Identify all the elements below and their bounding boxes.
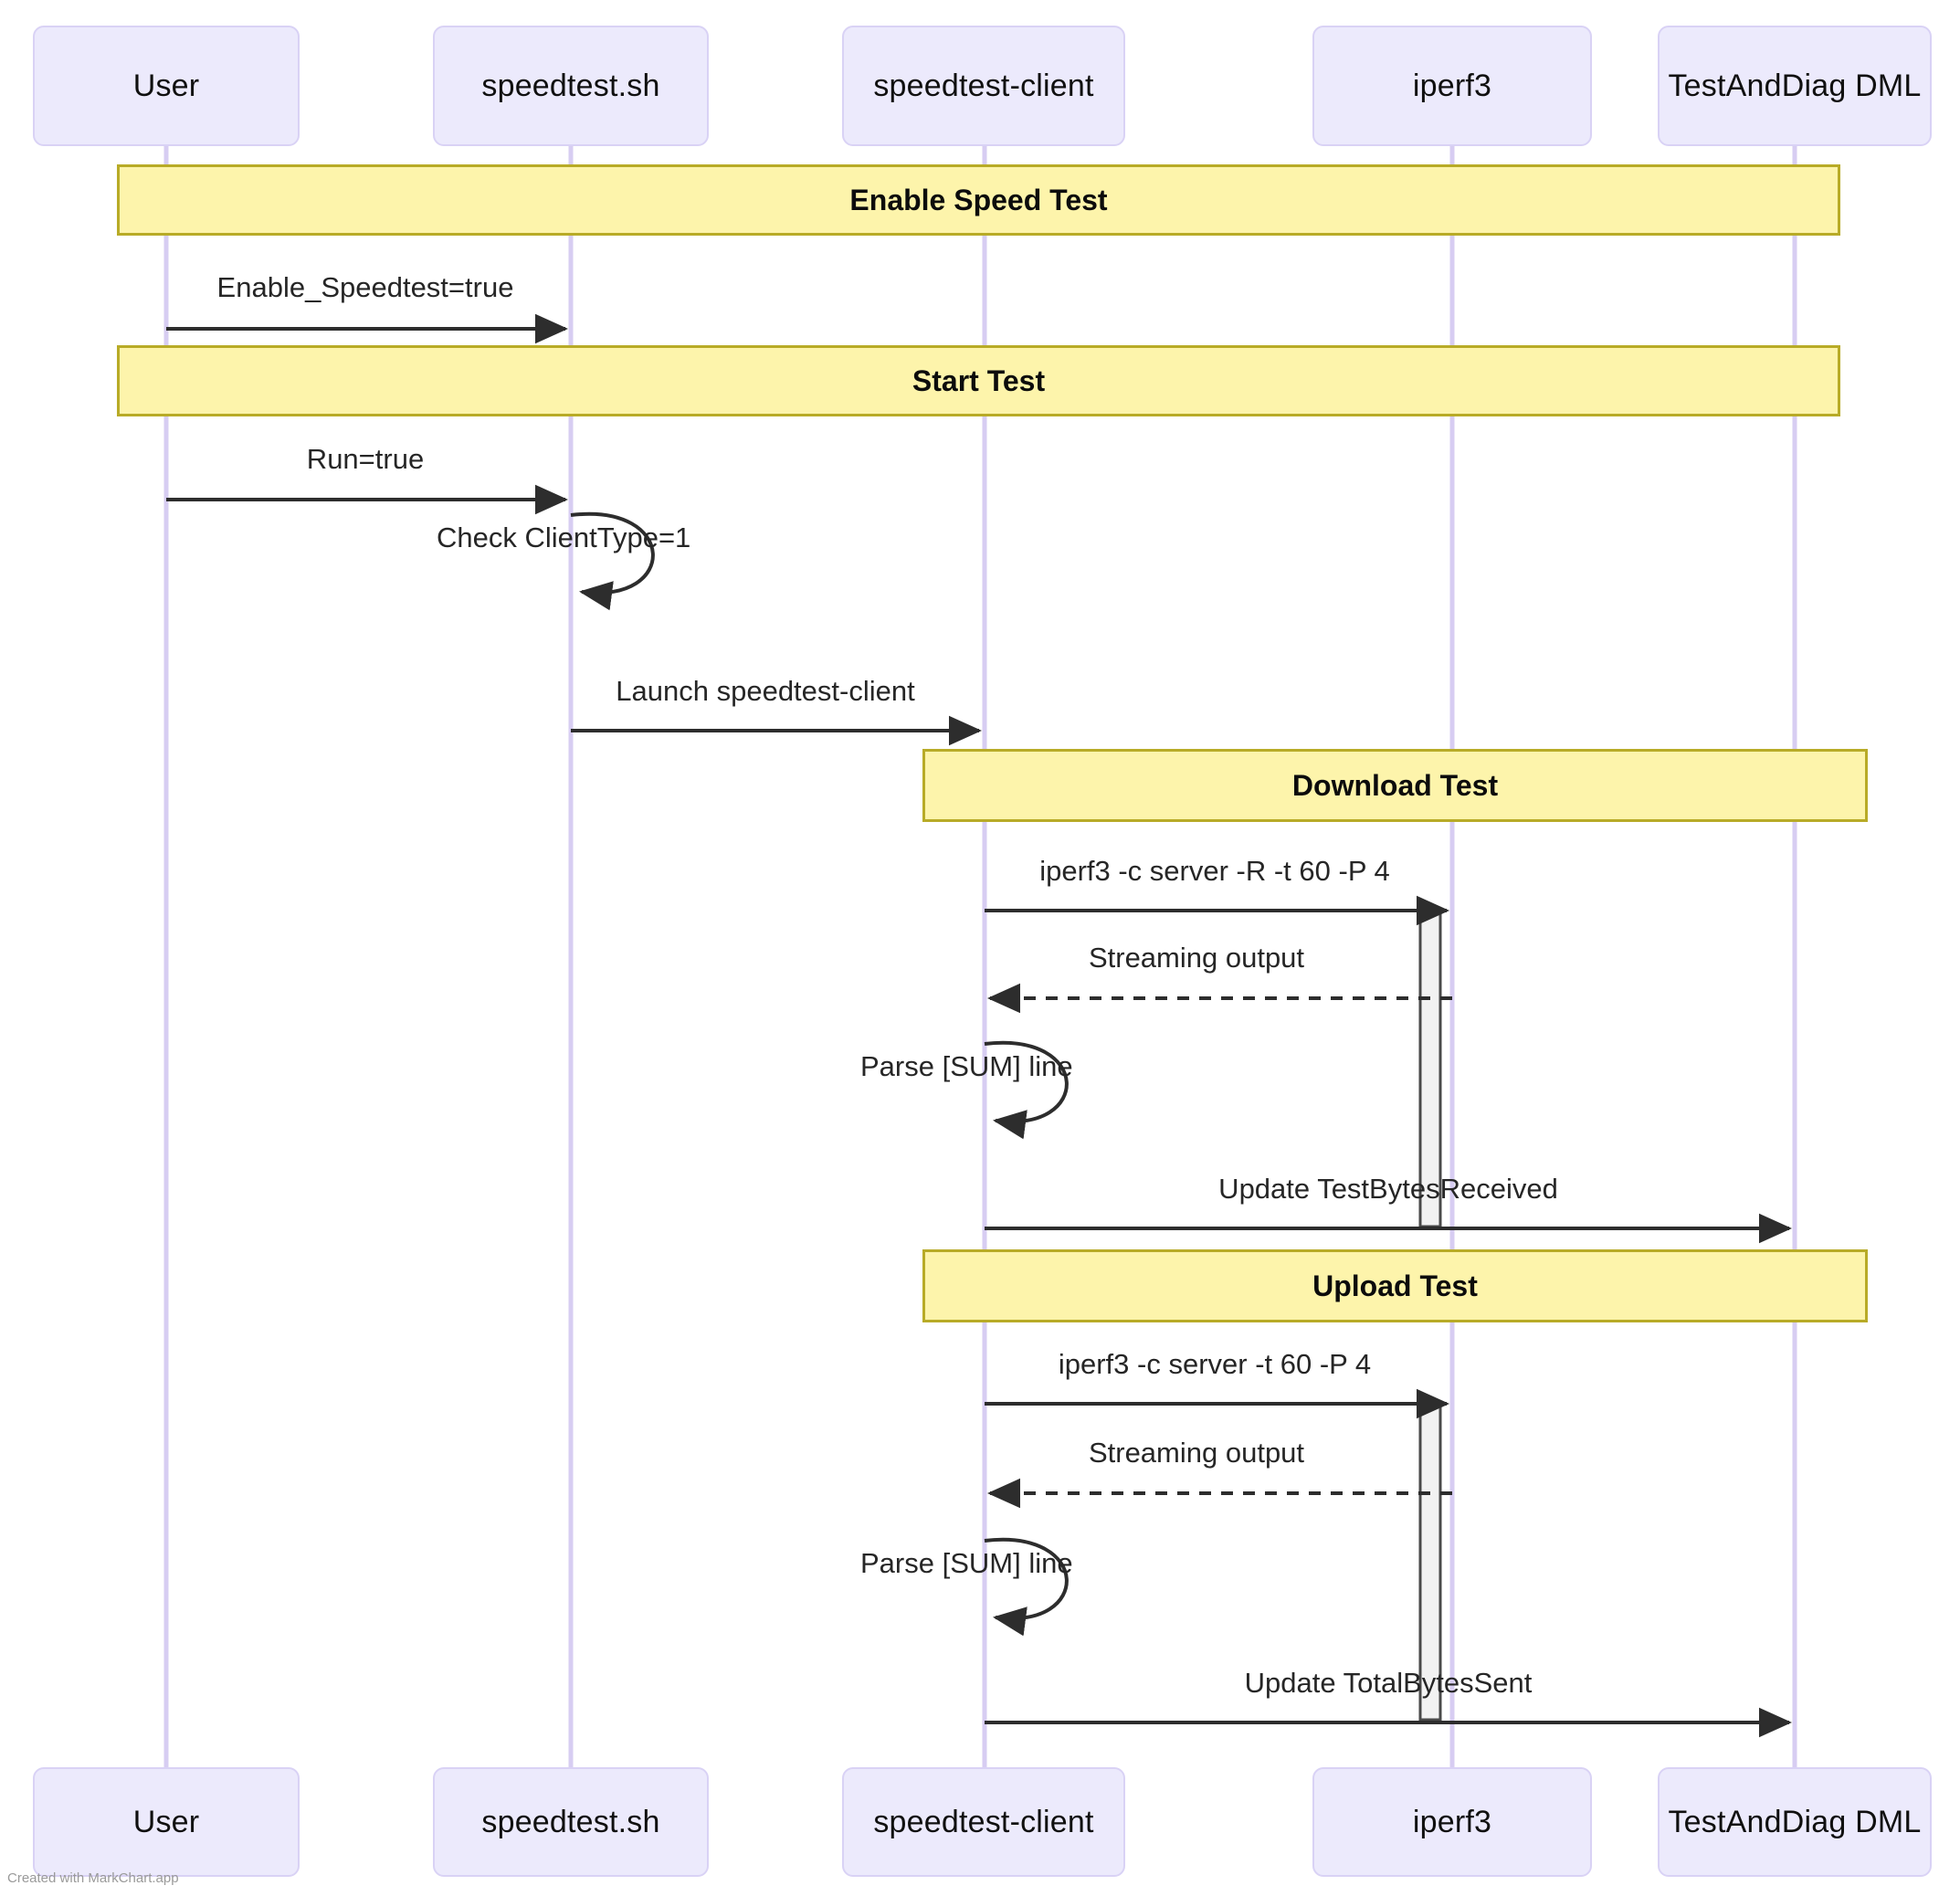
participant-dml-bottom[interactable]: TestAndDiag DML xyxy=(1658,1767,1932,1877)
participant-label: speedtest-client xyxy=(873,1804,1094,1839)
msg-update-bytes-sent-label: Update TotalBytesSent xyxy=(1244,1667,1533,1699)
participant-label: TestAndDiag DML xyxy=(1668,1804,1922,1839)
msg-stream-download-label: Streaming output xyxy=(1088,942,1305,974)
participant-iperf3-bottom[interactable]: iperf3 xyxy=(1312,1767,1592,1877)
msg-parse-sum-download-label: Parse [SUM] line xyxy=(860,1050,1073,1082)
msg-enable-speedtest-label: Enable_Speedtest=true xyxy=(216,271,514,303)
participant-label: User xyxy=(132,68,200,103)
participant-client-top[interactable]: speedtest-client xyxy=(842,26,1125,146)
participant-label: speedtest.sh xyxy=(481,68,660,103)
arrows-layer xyxy=(166,313,1792,1738)
msg-check-clienttype-label: Check ClientType=1 xyxy=(437,521,691,553)
msg-parse-sum-upload xyxy=(984,1537,1069,1637)
participant-label: TestAndDiag DML xyxy=(1668,68,1922,103)
msg-iperf3-download-label: iperf3 -c server -R -t 60 -P 4 xyxy=(1039,855,1390,887)
msg-iperf3-upload-label: iperf3 -c server -t 60 -P 4 xyxy=(1058,1348,1372,1380)
participant-script-bottom[interactable]: speedtest.sh xyxy=(433,1767,709,1877)
participant-client-bottom[interactable]: speedtest-client xyxy=(842,1767,1125,1877)
participant-iperf3-top[interactable]: iperf3 xyxy=(1312,26,1592,146)
participant-user-bottom[interactable]: User xyxy=(33,1767,300,1877)
note-label: Start Test xyxy=(912,363,1046,397)
activations-layer xyxy=(1418,907,1442,1722)
note-label: Upload Test xyxy=(1312,1269,1478,1302)
msg-run-true-label: Run=true xyxy=(306,443,425,475)
watermark: Created with MarkChart.app xyxy=(7,1870,179,1886)
note-upload-test: Upload Test xyxy=(922,1249,1868,1322)
participant-label: User xyxy=(132,1804,200,1839)
msg-parse-sum-download xyxy=(984,1040,1069,1140)
msg-launch-client-label: Launch speedtest-client xyxy=(616,675,915,707)
participant-user-top[interactable]: User xyxy=(33,26,300,146)
participant-label: iperf3 xyxy=(1412,1804,1492,1839)
note-enable-speed-test: Enable Speed Test xyxy=(117,164,1840,236)
participant-script-top[interactable]: speedtest.sh xyxy=(433,26,709,146)
msg-parse-sum-upload-label: Parse [SUM] line xyxy=(860,1547,1073,1579)
participant-dml-top[interactable]: TestAndDiag DML xyxy=(1658,26,1932,146)
msg-update-bytes-recv-label: Update TestBytesReceived xyxy=(1218,1173,1558,1205)
participant-label: speedtest.sh xyxy=(481,1804,660,1839)
note-label: Enable Speed Test xyxy=(849,183,1108,216)
note-start-test: Start Test xyxy=(117,345,1840,416)
msg-check-clienttype xyxy=(570,511,655,611)
participant-label: iperf3 xyxy=(1412,68,1492,103)
participant-label: speedtest-client xyxy=(873,68,1094,103)
msg-stream-upload-label: Streaming output xyxy=(1088,1437,1305,1469)
note-download-test: Download Test xyxy=(922,749,1868,822)
note-label: Download Test xyxy=(1291,768,1499,802)
